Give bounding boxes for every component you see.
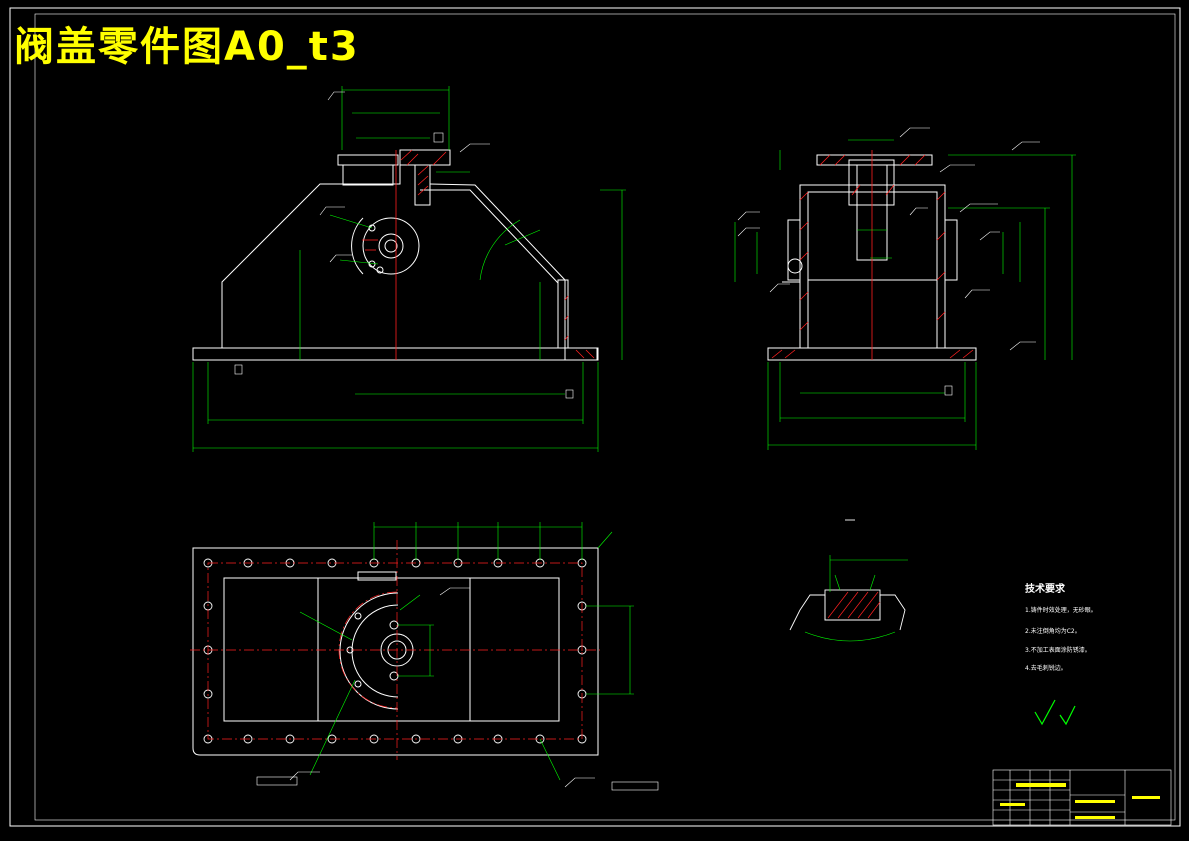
drawing-title: 阀盖零件图A0_t3	[14, 24, 360, 70]
technical-requirements-heading: 技术要求	[1025, 584, 1065, 595]
approval-marks	[1034, 699, 1076, 726]
section-detail-hatch	[827, 591, 881, 619]
drawing-inner-frame	[34, 13, 1176, 821]
side-view-labels	[737, 127, 1040, 396]
section-detail	[789, 519, 906, 631]
front-view	[192, 149, 599, 361]
technical-requirement-item: 2.未注倒角均为C2。	[1025, 628, 1081, 635]
title-block-fills	[1000, 783, 1160, 819]
front-view-section	[362, 149, 595, 360]
side-view-section	[771, 150, 974, 360]
top-view-dimensions	[299, 522, 634, 781]
technical-requirement-item: 1.铸件时效处理，无砂眼。	[1025, 607, 1097, 614]
top-view-centerlines	[190, 540, 600, 760]
front-view-dimensions	[192, 86, 626, 452]
technical-requirement-item: 4.去毛刺锐边。	[1025, 665, 1067, 672]
top-view-bolt-holes	[203, 558, 587, 744]
title-block	[992, 769, 1172, 826]
section-detail-dimensions	[804, 555, 908, 642]
drawing-frame	[9, 7, 1181, 827]
front-view-labels	[234, 91, 574, 399]
technical-requirement-item: 3.不加工表面涂防锈漆。	[1025, 647, 1091, 654]
top-view	[192, 547, 599, 756]
top-view-labels	[256, 587, 659, 791]
side-view-dimensions	[734, 139, 1076, 450]
